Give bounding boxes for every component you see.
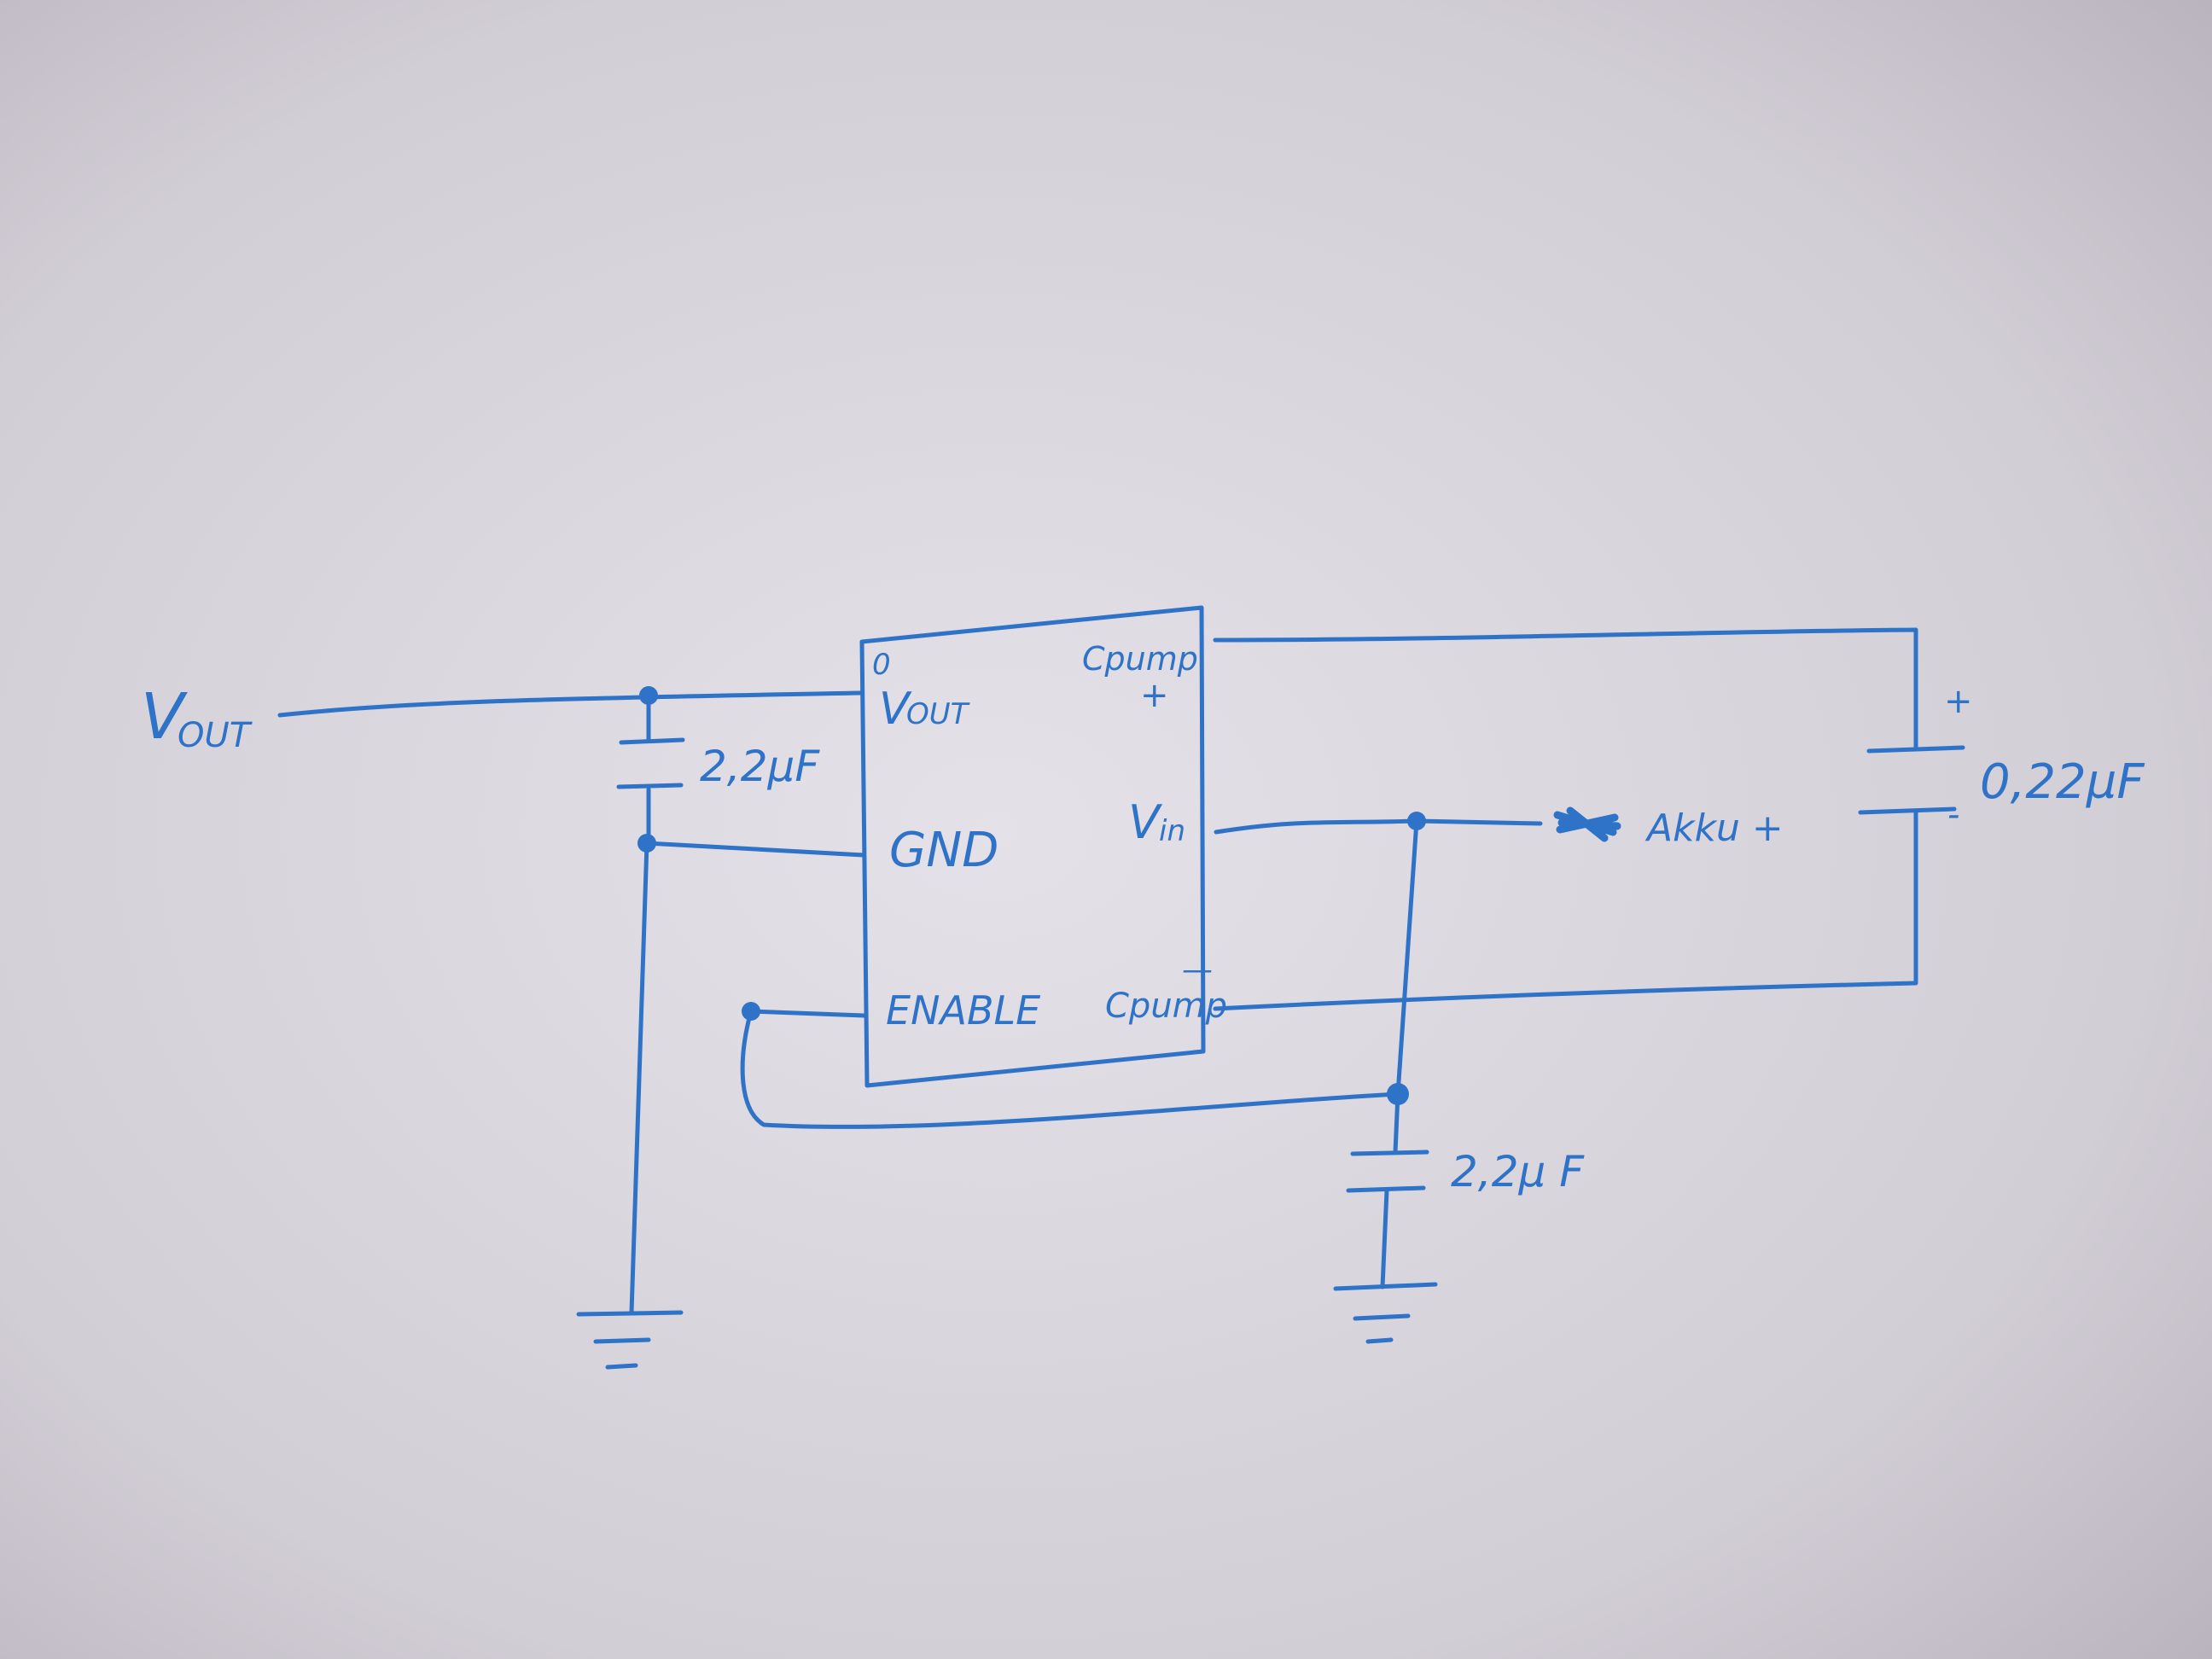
pin-label-cpump-plus: Cpump <box>1082 640 1198 678</box>
junction-vout <box>639 686 658 705</box>
label-cap-input: 2,2µ F <box>1451 1147 1585 1196</box>
pin-label-gnd: GND <box>889 823 998 878</box>
label-vout-terminal-sub: OUT <box>178 716 253 755</box>
pin-label-vout: V <box>879 684 912 735</box>
capacitor-input <box>1346 1150 1429 1193</box>
junction-enable-vin <box>1387 1083 1409 1105</box>
pin-label-enable: ENABLE <box>886 987 1040 1033</box>
pin-label-cpump-minus: Cpump <box>1105 987 1227 1026</box>
ground-symbol-right <box>1333 1282 1438 1344</box>
label-akku: Akku + <box>1644 806 1784 850</box>
wire-cin-bottom <box>1380 1188 1389 1289</box>
capacitor-pump <box>1858 745 1965 815</box>
scribble-mark <box>1553 806 1621 842</box>
wire-vin <box>1214 818 1543 835</box>
wire-vout <box>277 690 863 718</box>
ic-body <box>859 605 1206 1088</box>
pin-label-vout-sub: OUT <box>906 697 970 731</box>
capacitor-output <box>616 737 685 789</box>
pin-label-cpump-plus-sign: + <box>1140 676 1169 715</box>
wire-ground-left <box>629 841 649 1315</box>
junction-gnd <box>637 834 656 853</box>
label-vout-terminal: V <box>141 680 188 754</box>
label-cap-pump-minus: - <box>1947 795 1959 835</box>
label-cap-output: 2,2µF <box>700 742 820 791</box>
wire-enable <box>748 1009 866 1018</box>
wire-cpump-plus <box>1213 627 1918 752</box>
wire-enable-loop <box>740 1009 1400 1129</box>
label-cap-pump-plus: + <box>1944 682 1973 721</box>
label-cap-pump: 0,22µF <box>1980 754 2145 810</box>
pin1-marker: 0 <box>872 648 891 682</box>
pin-label-cpump-minus-sign: — <box>1182 952 1213 987</box>
junction-vin <box>1407 812 1426 830</box>
wire-gnd <box>644 841 866 858</box>
pin-label-vin: V <box>1128 795 1163 849</box>
wires <box>277 627 1918 1315</box>
pin-label-vin-sub: in <box>1159 814 1185 848</box>
wire-cpump-minus <box>1213 810 1918 1011</box>
ground-symbol-left <box>576 1310 684 1370</box>
junction-enable <box>742 1002 760 1021</box>
junctions <box>637 686 1426 1105</box>
